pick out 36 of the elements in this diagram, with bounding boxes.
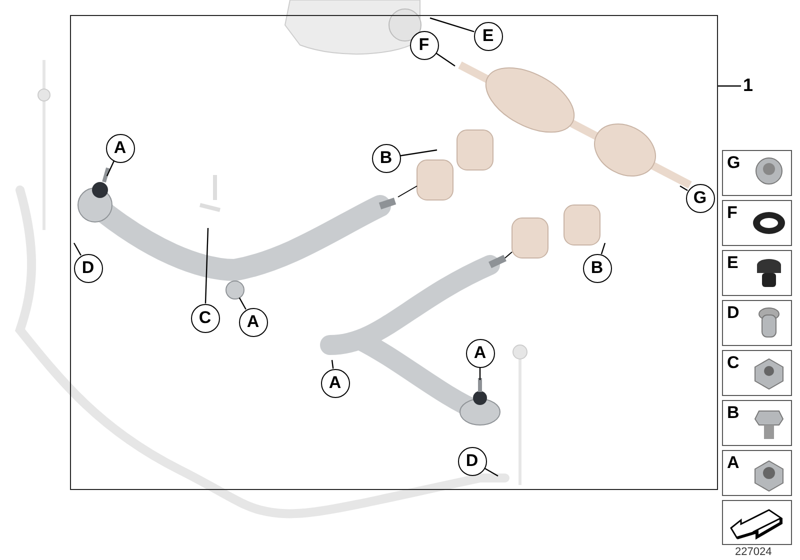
leader-line bbox=[331, 360, 334, 369]
callout-letter: E bbox=[474, 22, 502, 50]
callout-letter: A bbox=[238, 308, 268, 336]
callout-letter: B bbox=[372, 144, 400, 172]
callout-letter: A bbox=[106, 134, 134, 162]
part-letter: A bbox=[727, 453, 740, 473]
part-letter: D bbox=[727, 303, 740, 323]
leader-line bbox=[238, 298, 246, 310]
leader-line bbox=[436, 52, 456, 66]
bushing-circle bbox=[225, 280, 245, 300]
kit-number: 1 bbox=[743, 75, 754, 96]
callout-letter: C bbox=[190, 304, 220, 332]
leader-line bbox=[484, 468, 498, 477]
leader-line bbox=[204, 228, 209, 304]
part-letter: B bbox=[727, 403, 740, 423]
callout-letter: A bbox=[466, 338, 494, 368]
callout-letter: F bbox=[410, 30, 438, 60]
part-letter: F bbox=[727, 203, 738, 223]
leader-line bbox=[73, 242, 82, 256]
part-letter: E bbox=[727, 253, 738, 273]
leader-line bbox=[680, 185, 688, 192]
callout-letter: B bbox=[582, 254, 612, 282]
leader-line bbox=[479, 368, 481, 380]
kit-frame bbox=[70, 15, 718, 490]
leader-line bbox=[718, 85, 741, 87]
leader-line bbox=[600, 242, 606, 254]
part-letter: G bbox=[727, 153, 740, 173]
diagram-number: 227024 bbox=[735, 546, 772, 558]
leader-line bbox=[430, 17, 474, 32]
callout-letter: G bbox=[686, 184, 714, 212]
leader-line bbox=[400, 149, 438, 156]
part-letter: C bbox=[727, 353, 740, 373]
callout-letter: D bbox=[458, 446, 486, 476]
callout-letter: D bbox=[74, 254, 102, 282]
leader-line bbox=[106, 160, 114, 176]
callout-letter: A bbox=[320, 368, 350, 398]
